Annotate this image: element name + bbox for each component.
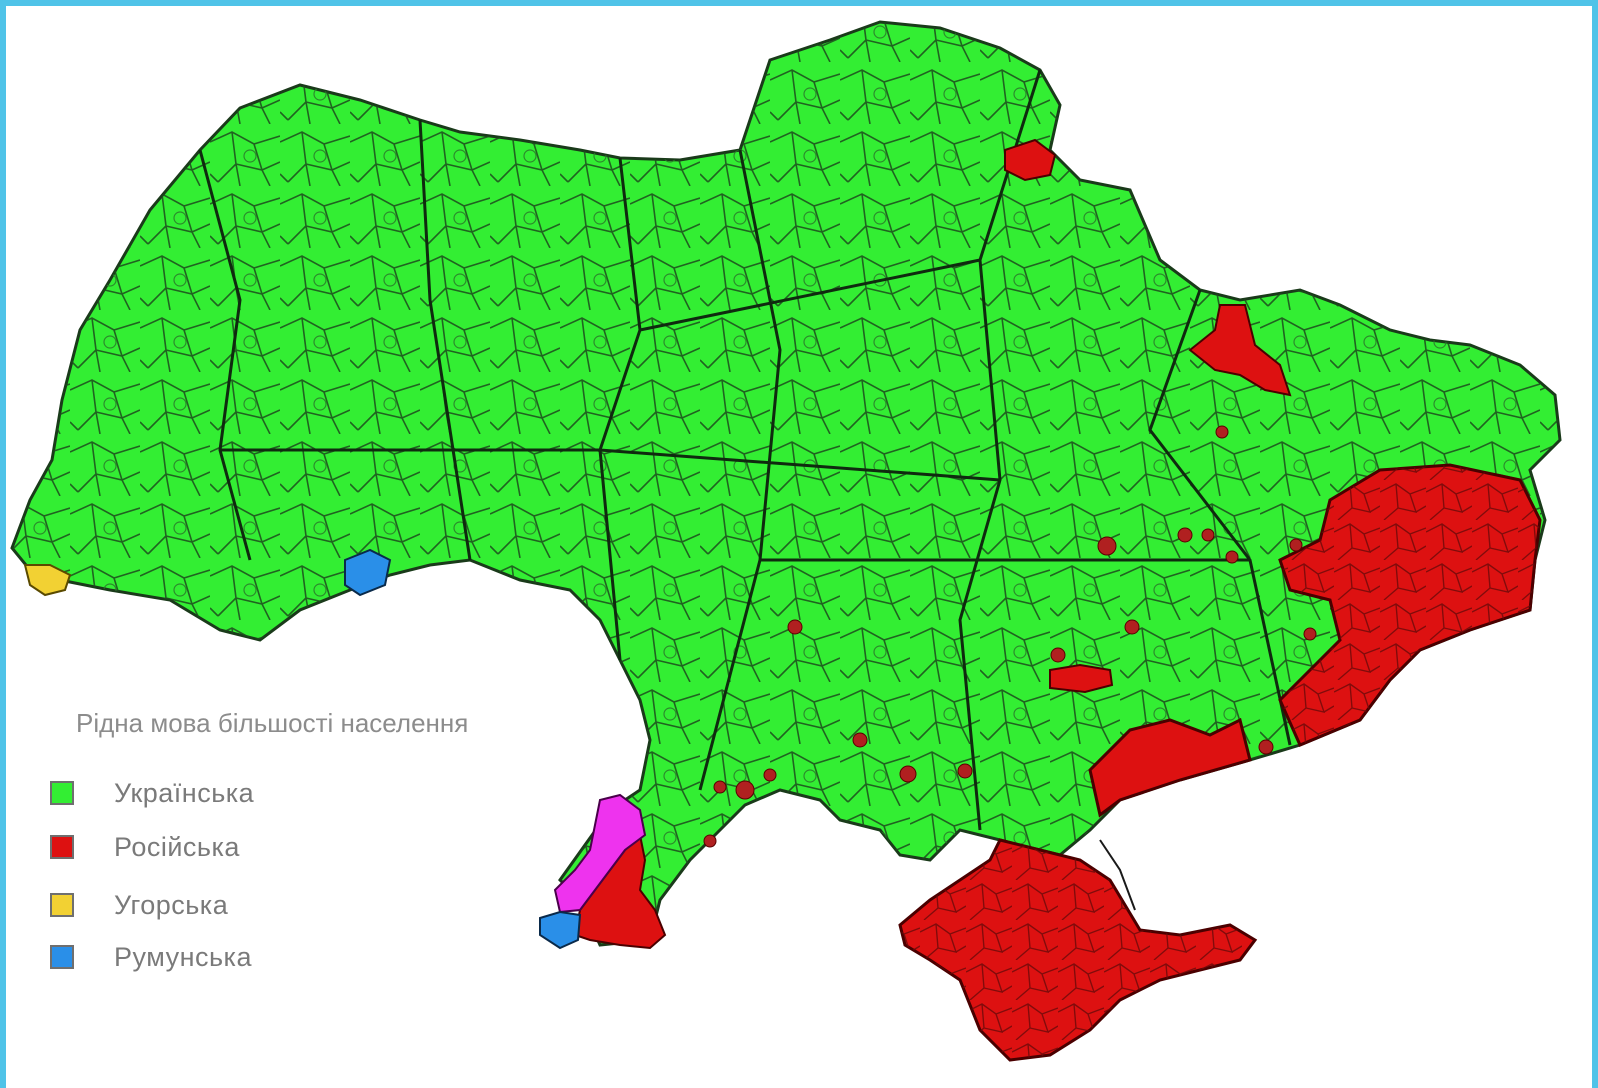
map-legend: Рідна мова більшості населення Українськ…	[40, 700, 600, 1000]
legend-swatch-romanian	[50, 945, 74, 969]
region-romanian-chernivtsi	[344, 548, 392, 597]
region-russian-kharkiv	[1188, 304, 1292, 397]
legend-label-hungarian: Угорська	[114, 889, 229, 920]
region-russian-azov-coast	[1088, 717, 1252, 818]
region-romanian-south	[539, 910, 582, 950]
legend-label-ukrainian: Українська	[114, 777, 255, 808]
legend-label-russian: Російська	[114, 831, 240, 862]
region-other-language	[553, 793, 647, 914]
legend-item-russian: Російська	[50, 830, 240, 864]
region-russian-north	[1004, 138, 1057, 182]
legend-item-hungarian: Угорська	[50, 888, 228, 922]
russian-city-markers	[703, 425, 1317, 848]
legend-swatch-hungarian	[50, 893, 74, 917]
region-russian-donbas	[1278, 463, 1542, 747]
legend-swatch-ukrainian	[50, 781, 74, 805]
legend-label-romanian: Румунська	[114, 941, 252, 972]
legend-item-romanian: Румунська	[50, 940, 252, 974]
legend-title: Рідна мова більшості населення	[76, 708, 469, 738]
region-russian-crimea	[898, 838, 1258, 1062]
legend-swatch-russian	[50, 835, 74, 859]
region-russian-dnipro	[1049, 663, 1114, 694]
region-hungarian	[23, 564, 72, 597]
legend-item-ukrainian: Українська	[50, 776, 254, 810]
